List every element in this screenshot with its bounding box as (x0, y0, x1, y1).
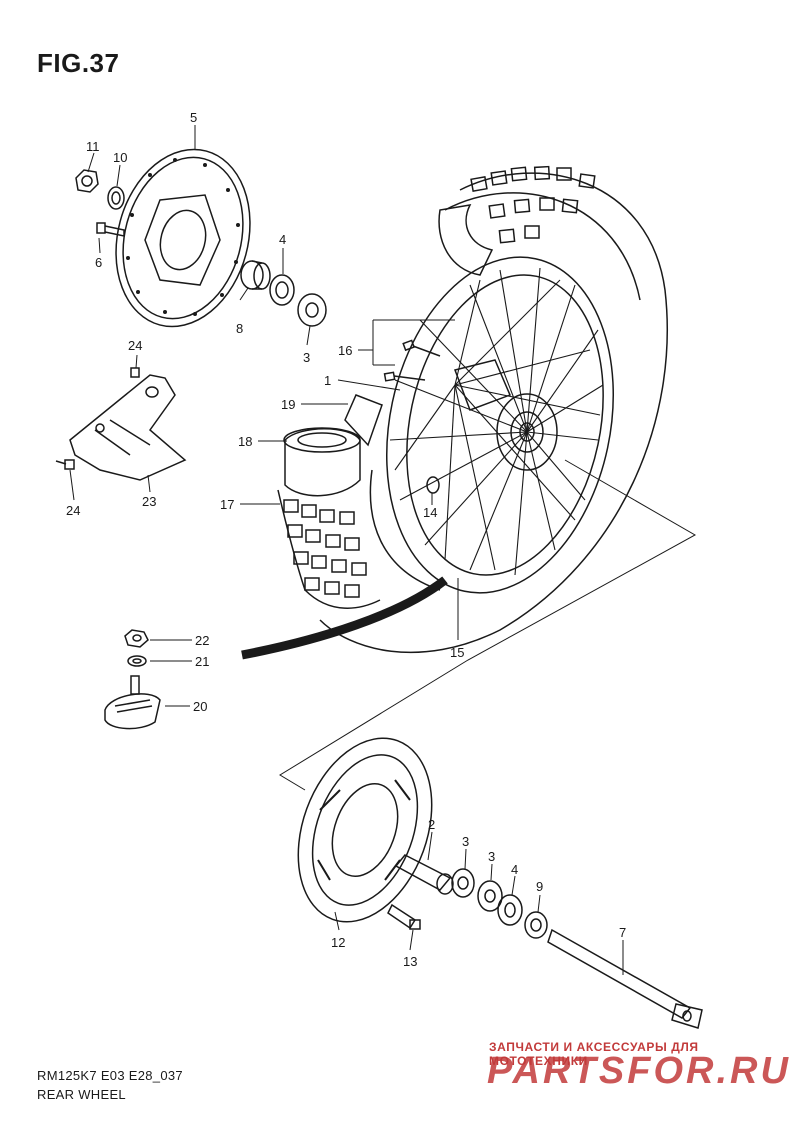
callout-7: 7 (619, 925, 626, 940)
callout-11: 11 (86, 139, 100, 154)
callout-13: 13 (403, 954, 417, 969)
spacer-top (240, 260, 271, 290)
callout-10: 10 (113, 150, 127, 165)
callout-4-bottom: 4 (511, 862, 518, 877)
oil-seal-top (269, 274, 295, 306)
callout-15: 15 (450, 645, 464, 660)
disc-washer (107, 186, 125, 210)
callout-16: 16 (338, 343, 352, 358)
disc-bolt (96, 222, 125, 237)
callout-21: 21 (195, 654, 209, 669)
figure-title: FIG.37 (37, 48, 120, 78)
disc-guard (69, 374, 187, 481)
rear-wheel (319, 165, 669, 654)
callout-2: 2 (428, 817, 435, 832)
bearing-top (297, 293, 327, 327)
disc-nut (75, 169, 99, 193)
valve-washer (127, 655, 147, 667)
callout-23: 23 (142, 494, 156, 509)
oil-seal-bottom (497, 894, 523, 926)
callout-4-top: 4 (279, 232, 286, 247)
callout-24-top: 24 (128, 338, 142, 353)
callout-17: 17 (220, 497, 234, 512)
spacer-bottom (394, 854, 454, 895)
diagram-code: RM125K7 E03 E28_037 (37, 1068, 183, 1083)
diagram-name: REAR WHEEL (37, 1087, 126, 1102)
rim-band (344, 394, 383, 447)
rear-sprocket (297, 737, 433, 923)
valve-nut (124, 629, 149, 648)
rear-axle (547, 928, 703, 1029)
callout-6: 6 (95, 255, 102, 270)
rim-lock (104, 675, 161, 730)
callout-24-bottom: 24 (66, 503, 80, 518)
bearing-bottom-2 (477, 880, 503, 912)
callout-12: 12 (331, 935, 345, 950)
sprocket-bolt (387, 903, 421, 930)
guard-bolt-top (130, 367, 140, 378)
callout-19: 19 (281, 397, 295, 412)
tube (283, 427, 361, 497)
callout-3-top: 3 (303, 350, 310, 365)
callout-18: 18 (238, 434, 252, 449)
callout-20: 20 (193, 699, 207, 714)
guard-bolt-bottom (55, 459, 75, 470)
callout-14: 14 (423, 505, 437, 520)
watermark-brand: PARTSFOR.RU (487, 1050, 791, 1092)
axle-collar (524, 911, 548, 939)
spoke-nipples (383, 339, 441, 382)
callout-8: 8 (236, 321, 243, 336)
bearing-bottom-1 (451, 868, 475, 898)
callout-22: 22 (195, 633, 209, 648)
callout-3-bottom-a: 3 (462, 834, 469, 849)
watermark-tagline: ЗАПЧАСТИ И АКСЕССУАРЫ ДЛЯ МОТОТЕХНИКИ (489, 1040, 699, 1068)
brake-disc (115, 148, 251, 328)
tire (277, 469, 441, 609)
callout-3-bottom-b: 3 (488, 849, 495, 864)
callout-5: 5 (190, 110, 197, 125)
callout-9: 9 (536, 879, 543, 894)
callout-1: 1 (324, 373, 331, 388)
